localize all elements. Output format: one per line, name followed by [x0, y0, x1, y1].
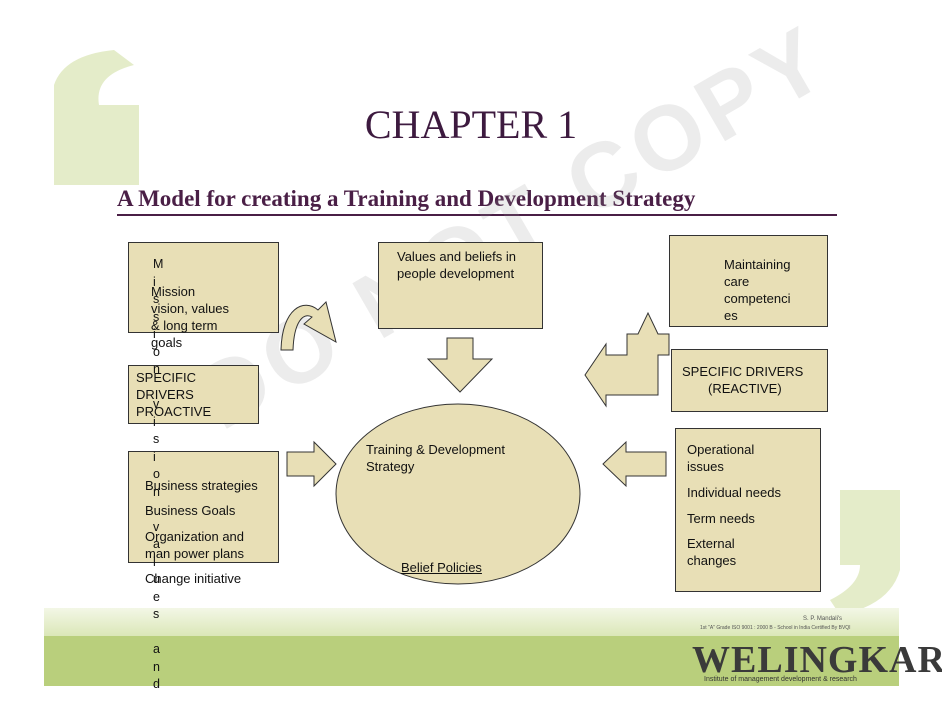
right-arrow [286, 440, 337, 488]
mission-line-4: goals [151, 335, 183, 350]
drivers-reactive-line-1: SPECIFIC DRIVERS [682, 364, 804, 379]
footer-band [44, 636, 899, 686]
values-beliefs-line-1: Values and beliefs in [397, 249, 517, 264]
logo-certification-line: 1st "A" Grade ISO 9001 : 2000 B - School… [700, 625, 851, 631]
drivers-reactive-line-2: (REACTIVE) [708, 381, 782, 396]
strategy-line-2: Strategy [366, 459, 415, 474]
operational-line-5: External [687, 536, 735, 551]
business-line-4: man power plans [145, 546, 244, 561]
drivers-reactive-box [671, 349, 828, 412]
curved-arrow [280, 301, 337, 351]
footer-gradient [44, 608, 899, 636]
subtitle-underline [117, 214, 837, 216]
mission-vertical-text: M i s s i o n v i s i o n v a l u e s a … [153, 257, 164, 691]
mission-line-3: & long term [151, 318, 218, 333]
values-beliefs-box [378, 242, 543, 329]
maintaining-line-1: Maintaining [724, 257, 791, 272]
business-line-3: Organization and [145, 529, 245, 544]
operational-line-3: Individual needs [687, 485, 781, 500]
business-line-2: Business Goals [145, 503, 236, 518]
business-box [128, 451, 279, 563]
drivers-proactive-line-3: PROACTIVE [136, 404, 212, 419]
values-beliefs-line-2: people development [397, 266, 515, 281]
maintaining-line-3: competenci [724, 291, 791, 306]
strategy-ellipse [335, 403, 581, 585]
maintaining-box [669, 235, 828, 327]
quote-mark-left-decoration [54, 50, 139, 185]
operational-line-4: Term needs [687, 511, 755, 526]
operational-line-2: issues [687, 459, 724, 474]
left-arrow [602, 440, 667, 488]
strategy-line-1: Training & Development [366, 442, 505, 457]
business-line-5: Change initiative [145, 571, 242, 586]
mission-line-2: vision, values [151, 301, 230, 316]
maintaining-line-2: care [724, 274, 750, 289]
operational-line-6: changes [687, 553, 737, 568]
mission-box [128, 242, 279, 333]
drivers-proactive-box [128, 365, 259, 424]
down-arrow [426, 337, 494, 393]
slide-title: CHAPTER 1 [364, 102, 578, 147]
slide-subtitle: A Model for creating a Training and Deve… [117, 186, 696, 211]
welingkar-logo: WELINGKAR [692, 639, 942, 681]
maintaining-line-4: es [724, 308, 738, 323]
operational-line-1: Operational [687, 442, 755, 457]
logo-subtitle: Institute of management development & re… [704, 676, 857, 683]
strategy-footer: Belief Policies [401, 560, 482, 575]
bent-arrow [584, 311, 670, 408]
operational-box [675, 428, 821, 592]
business-line-1: Business strategies [145, 478, 258, 493]
logo-top-text: S. P. Mandali's [803, 616, 843, 622]
drivers-proactive-line-2: DRIVERS [136, 387, 194, 402]
quote-mark-right-decoration [830, 490, 900, 615]
mission-line-1: Mission [151, 284, 196, 299]
drivers-proactive-line-1: SPECIFIC [136, 370, 196, 385]
